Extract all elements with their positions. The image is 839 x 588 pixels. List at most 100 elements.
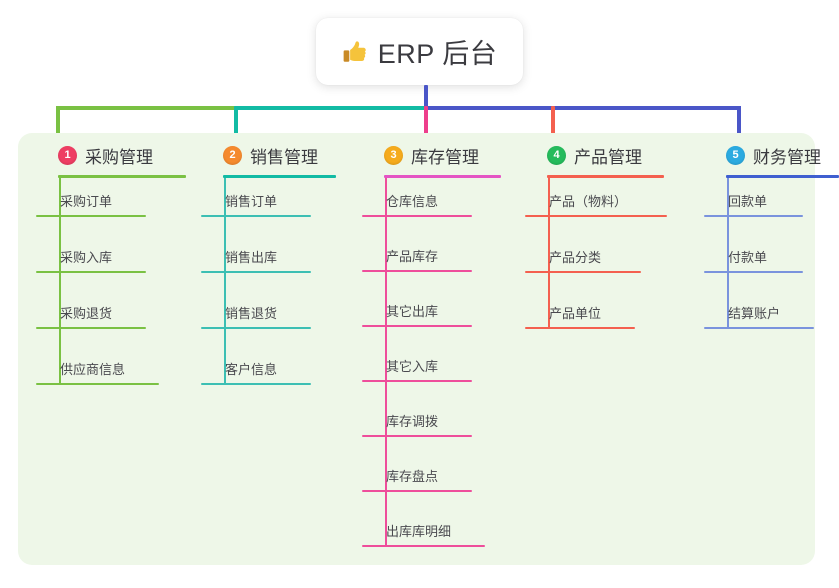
leaf-item[interactable]: 付款单	[704, 249, 803, 273]
column-title-1: 采购管理	[85, 147, 153, 167]
leaf-item[interactable]: 采购订单	[36, 193, 146, 217]
trunk-segment-green	[78, 106, 236, 110]
leaf-label: 销售订单	[225, 194, 278, 209]
leaf-label: 结算账户	[728, 306, 781, 321]
column-badge-2: 2	[223, 145, 242, 165]
leaf-label: 产品库存	[386, 249, 439, 264]
leaf-label: 付款单	[728, 250, 768, 265]
leaf-rule	[704, 327, 814, 329]
leaf-rule	[36, 271, 146, 273]
leaf-label: 产品分类	[549, 250, 602, 265]
leaf-label: 回款单	[728, 194, 768, 209]
leaf-label: 其它出库	[386, 304, 439, 319]
column-badge-4: 4	[547, 145, 566, 165]
leaf-label: 产品（物料）	[549, 194, 628, 209]
column-spine-4	[548, 178, 550, 328]
leaf-label: 采购入库	[60, 250, 113, 265]
column-产品管理: 4 产品管理产品（物料） 产品分类产品单位	[525, 133, 667, 329]
leaf-item[interactable]: 供应商信息	[36, 361, 159, 385]
column-header-3[interactable]: 3 库存管理	[362, 133, 479, 177]
column-库存管理: 3 库存管理仓库信息产品库存其它出库其它入库库存调拨库存盘点出库库明细	[362, 133, 501, 547]
leaf-rule	[525, 215, 667, 217]
leaf-rule	[201, 215, 311, 217]
leaf-item[interactable]: 库存调拨	[362, 413, 472, 437]
column-财务管理: 5 财务管理回款单付款单结算账户	[704, 133, 839, 329]
column-rule-4	[547, 175, 664, 178]
leaf-label: 供应商信息	[60, 362, 126, 377]
column-badge-5: 5	[726, 145, 745, 165]
leaf-item[interactable]: 其它出库	[362, 303, 472, 327]
leaf-rule	[201, 327, 311, 329]
column-badge-1: 1	[58, 145, 77, 165]
column-header-5[interactable]: 5 财务管理	[704, 133, 821, 177]
leaf-rule	[36, 215, 146, 217]
trunk-elbow-1	[56, 106, 80, 110]
leaf-label: 库存调拨	[386, 414, 439, 429]
leaf-item[interactable]: 销售退货	[201, 305, 311, 329]
leaf-rule	[201, 383, 311, 385]
leaf-item[interactable]: 客户信息	[201, 361, 311, 385]
column-title-4: 产品管理	[574, 147, 642, 167]
leaf-item[interactable]: 产品库存	[362, 248, 472, 272]
column-spine-1	[59, 178, 61, 384]
leaf-label: 产品单位	[549, 306, 602, 321]
leaf-item[interactable]: 采购入库	[36, 249, 146, 273]
leaf-rule	[525, 271, 641, 273]
root-stem-line	[424, 85, 428, 108]
leaf-rule	[704, 215, 803, 217]
column-header-2[interactable]: 2 销售管理	[201, 133, 318, 177]
leaf-rule	[362, 435, 472, 437]
column-采购管理: 1 采购管理采购订单采购入库采购退货供应商信息	[36, 133, 186, 385]
trunk-drop-2	[234, 106, 238, 146]
column-badge-3: 3	[384, 145, 403, 165]
leaf-label: 采购订单	[60, 194, 113, 209]
leaf-label: 销售出库	[225, 250, 278, 265]
leaf-rule	[362, 215, 472, 217]
leaf-rule	[36, 327, 146, 329]
leaf-rule	[704, 271, 803, 273]
column-spine-5	[727, 178, 729, 328]
leaf-label: 销售退货	[225, 306, 278, 321]
leaf-label: 仓库信息	[386, 194, 439, 209]
column-rule-5	[726, 175, 839, 178]
leaf-item[interactable]: 结算账户	[704, 305, 814, 329]
column-title-3: 库存管理	[411, 147, 479, 167]
root-node[interactable]: ERP 后台	[316, 18, 523, 85]
column-rule-1	[58, 175, 186, 178]
leaf-item[interactable]: 产品（物料）	[525, 193, 667, 217]
trunk-segment-blue	[424, 106, 741, 110]
column-title-5: 财务管理	[753, 147, 821, 167]
leaf-item[interactable]: 产品单位	[525, 305, 635, 329]
leaf-item[interactable]: 其它入库	[362, 358, 472, 382]
thumbs-up-icon	[342, 39, 368, 65]
leaf-rule	[201, 271, 311, 273]
root-label: ERP 后台	[377, 39, 498, 69]
trunk-drop-3	[424, 106, 428, 146]
leaf-item[interactable]: 库存盘点	[362, 468, 472, 492]
trunk-segment-teal	[236, 106, 426, 110]
leaf-rule	[362, 325, 472, 327]
leaf-label: 其它入库	[386, 359, 439, 374]
leaf-label: 采购退货	[60, 306, 113, 321]
trunk-drop-1	[56, 106, 60, 146]
column-title-2: 销售管理	[250, 147, 318, 167]
leaf-item[interactable]: 采购退货	[36, 305, 146, 329]
trunk-drop-4	[551, 106, 555, 146]
column-header-4[interactable]: 4 产品管理	[525, 133, 642, 177]
column-header-1[interactable]: 1 采购管理	[36, 133, 153, 177]
column-spine-3	[385, 178, 387, 546]
leaf-item[interactable]: 回款单	[704, 193, 803, 217]
leaf-rule	[362, 490, 472, 492]
leaf-item[interactable]: 产品分类	[525, 249, 641, 273]
leaf-item[interactable]: 出库库明细	[362, 523, 485, 547]
column-rule-2	[223, 175, 336, 178]
leaf-rule	[525, 327, 635, 329]
mindmap-board: 1 采购管理采购订单采购入库采购退货供应商信息 2 销售管理销售订单销售出库销售退货客…	[18, 133, 839, 565]
leaf-item[interactable]: 销售出库	[201, 249, 311, 273]
leaf-rule	[362, 270, 472, 272]
leaf-item[interactable]: 销售订单	[201, 193, 311, 217]
leaf-label: 库存盘点	[386, 469, 439, 484]
leaf-item[interactable]: 仓库信息	[362, 193, 472, 217]
trunk-elbow-5	[717, 106, 741, 110]
